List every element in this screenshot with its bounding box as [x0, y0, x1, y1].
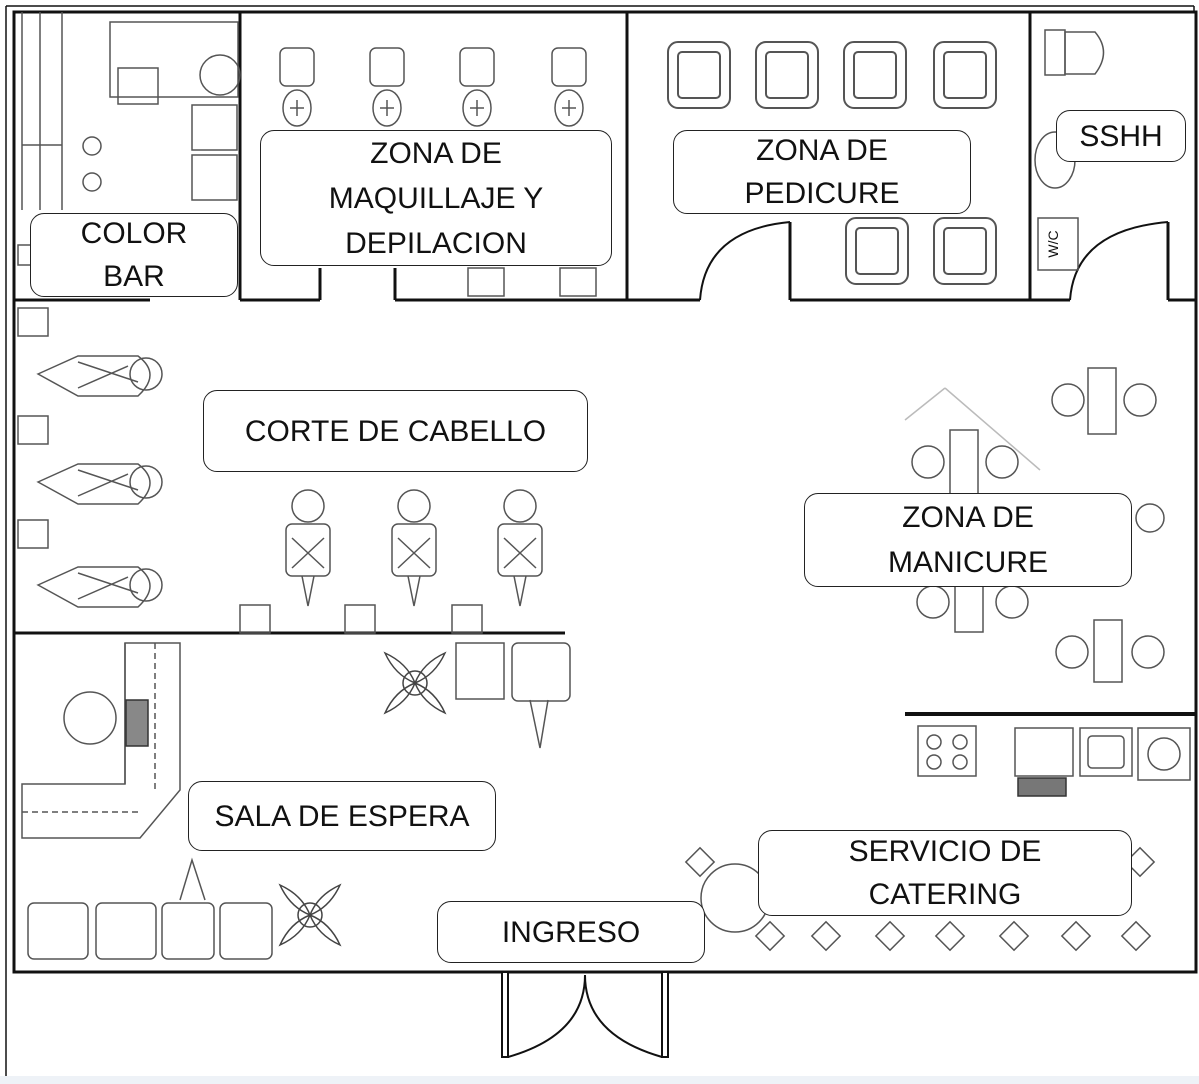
ingreso-label: INGRESO	[437, 901, 705, 963]
color-bar-label: COLOR BAR	[30, 213, 238, 297]
catering-label: SERVICIO DE CATERING	[758, 830, 1132, 916]
corte-label: CORTE DE CABELLO	[203, 390, 588, 472]
waiting-room-furniture	[21, 642, 571, 960]
pedicure-chairs	[667, 41, 997, 285]
outer-walls	[5, 5, 1198, 1080]
hair-stations	[17, 307, 543, 634]
decorative-plants	[278, 651, 447, 947]
interior-walls	[14, 12, 1196, 716]
makeup-chairs	[279, 47, 597, 297]
manicure-label: ZONA DE MANICURE	[804, 493, 1132, 587]
pedicure-label: ZONA DE PEDICURE	[673, 130, 971, 214]
kitchen-counter	[917, 725, 1191, 797]
color-bar-furniture	[17, 12, 241, 266]
sshh-fixtures	[1034, 29, 1105, 271]
maquillaje-label: ZONA DE MAQUILLAJE Y DEPILACION	[260, 130, 612, 266]
bottom-strip	[0, 1076, 1199, 1084]
sala-espera-label: SALA DE ESPERA	[188, 781, 496, 851]
sshh-label: SSHH	[1056, 110, 1186, 162]
wc-sign: W/C	[1045, 230, 1061, 257]
door-swings	[501, 221, 1169, 1058]
manicure-tables	[904, 367, 1165, 683]
